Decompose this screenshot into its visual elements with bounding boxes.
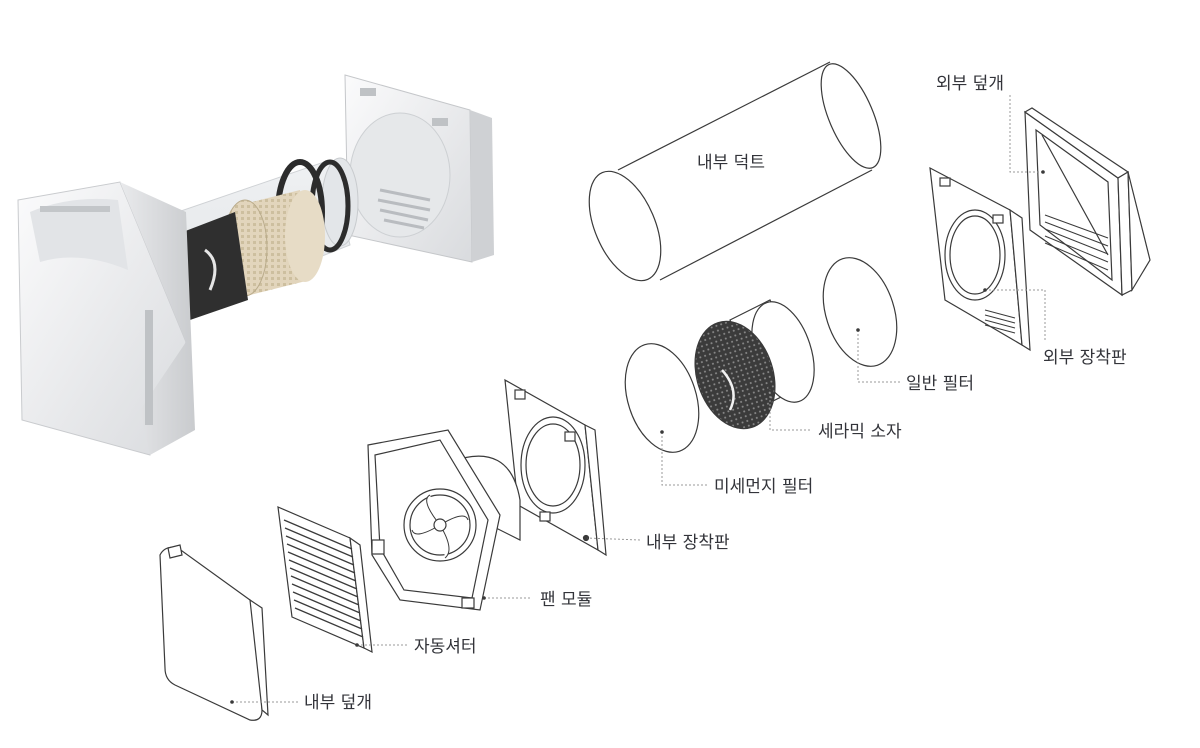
label-fan-module: 팬 모듈 — [540, 590, 593, 610]
leader-lines — [232, 95, 1046, 703]
outer-mount-plate-part — [929, 166, 1031, 352]
general-filter-part — [822, 257, 898, 367]
label-fine-dust-filter: 미세먼지 필터 — [714, 477, 814, 497]
inner-cover-part — [159, 544, 269, 721]
label-inner-cover: 내부 덮개 — [304, 693, 372, 713]
assembled-unit — [17, 74, 494, 456]
fine-dust-filter-part — [624, 343, 700, 453]
label-outer-mount-plate: 외부 장착판 — [1043, 348, 1127, 368]
ceramic-element-part — [694, 299, 815, 430]
outer-cover-part — [1023, 107, 1151, 297]
label-inner-duct: 내부 덕트 — [697, 153, 765, 173]
label-auto-shutter: 자동셔터 — [414, 637, 477, 657]
leader-ceramic-element — [769, 388, 812, 431]
label-general-filter: 일반 필터 — [906, 374, 974, 394]
leader-outer-mount-plate — [985, 289, 1046, 342]
label-ceramic-element: 세라믹 소자 — [818, 422, 902, 442]
label-outer-cover: 외부 덮개 — [936, 74, 1004, 94]
inner-mount-plate-part — [504, 378, 607, 557]
leader-general-filter — [857, 330, 900, 383]
auto-shutter-part — [277, 506, 373, 654]
leader-fine-dust-filter — [661, 432, 708, 486]
leader-inner-mount-plate — [585, 537, 641, 541]
leader-dots — [230, 170, 1045, 704]
leader-outer-cover — [1009, 95, 1043, 173]
label-inner-mount-plate: 내부 장착판 — [646, 533, 730, 553]
fan-module-part — [367, 429, 521, 611]
inner-duct-part — [588, 61, 882, 282]
